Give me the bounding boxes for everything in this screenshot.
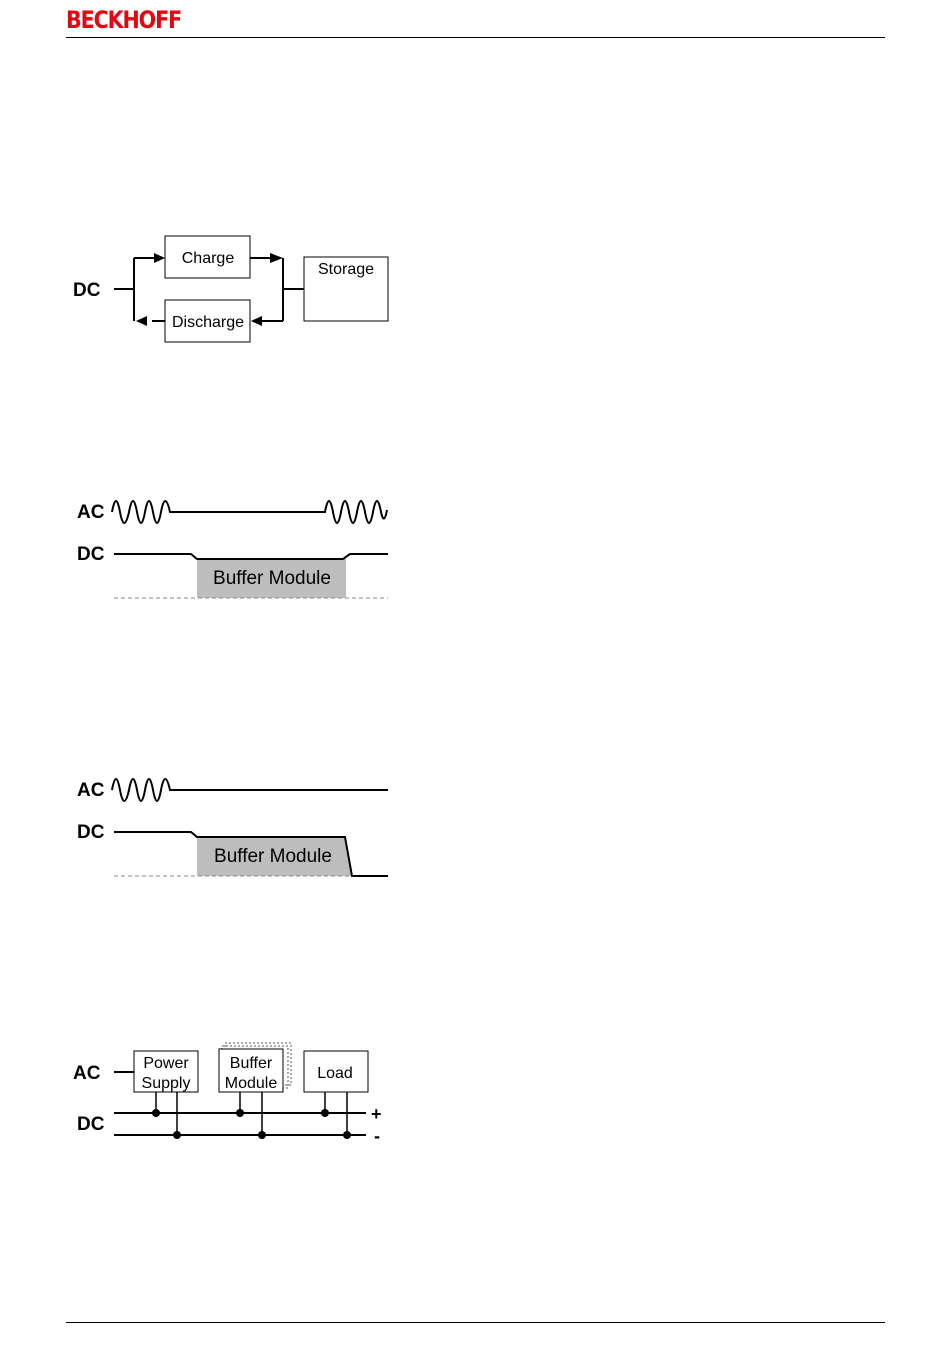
load-label: Load (317, 1065, 353, 1082)
beckhoff-logo: BECKHOFF (66, 6, 181, 34)
dc-label: DC (77, 544, 105, 565)
discharge-out-arrow (136, 316, 147, 326)
buffer-label: Buffer Module (214, 846, 332, 867)
header-rule (66, 37, 885, 38)
minus-label: - (374, 1126, 380, 1146)
junction-dot (236, 1109, 244, 1117)
ac-waveform (112, 501, 387, 523)
ac-label: AC (77, 780, 105, 801)
long-failure-diagram: AC DC Buffer Module (0, 758, 950, 888)
charge-out-arrow (270, 253, 283, 263)
junction-dot (152, 1109, 160, 1117)
footer-rule (66, 1322, 885, 1323)
discharge-in-arrow (251, 316, 262, 326)
storage-label: Storage (318, 261, 374, 278)
buffer-block-diagram: DC Charge Discharge Storage (0, 220, 950, 360)
dc-label: DC (77, 822, 105, 843)
plus-label: + (371, 1104, 382, 1124)
charge-label: Charge (182, 250, 235, 267)
power-supply-line2: Supply (142, 1075, 191, 1092)
buffer-module-line2: Module (225, 1075, 278, 1092)
ac-waveform (112, 779, 388, 801)
short-interruption-diagram: AC DC Buffer Module (0, 480, 950, 610)
junction-dot (321, 1109, 329, 1117)
wiring-diagram: AC DC + - Power Supply Buffer Module Loa… (0, 1040, 950, 1150)
ac-label: AC (77, 502, 105, 523)
buffer-label: Buffer Module (213, 568, 331, 589)
charge-in-arrow (154, 253, 165, 263)
buffer-module-line1: Buffer (230, 1055, 273, 1072)
dc-line (114, 554, 388, 559)
junction-dot (173, 1131, 181, 1139)
junction-dot (258, 1131, 266, 1139)
power-supply-line1: Power (143, 1055, 189, 1072)
ac-label: AC (73, 1063, 101, 1084)
dc-label: DC (77, 1114, 105, 1135)
discharge-label: Discharge (172, 314, 244, 331)
dc-label: DC (73, 280, 101, 301)
junction-dot (343, 1131, 351, 1139)
